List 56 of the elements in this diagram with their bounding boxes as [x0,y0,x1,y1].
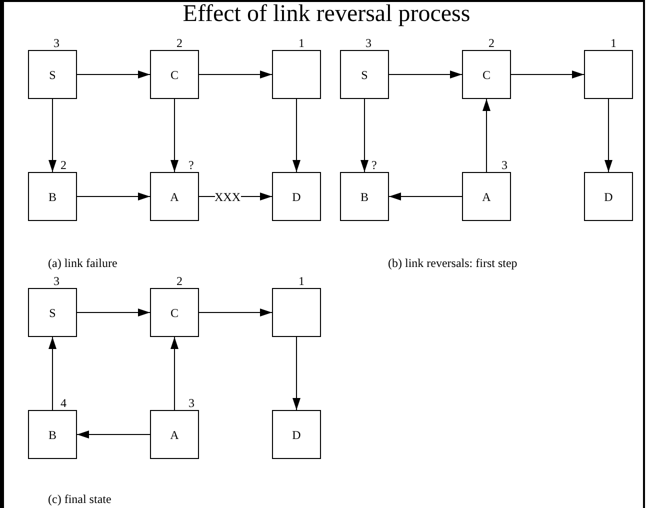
arrow [604,98,612,172]
height-value: ? [370,159,378,172]
height-value: 3 [52,275,60,288]
arrow [76,430,150,438]
arrow [292,98,300,172]
height-value: 1 [298,37,306,50]
arrow [388,192,462,200]
height-value: 2 [60,159,68,172]
arrow [198,70,272,78]
arrow [76,308,150,316]
node-label: A [170,190,179,204]
arrow [482,98,490,172]
node-label: B [360,190,368,204]
arrow [76,70,150,78]
height-value: 3 [52,37,60,50]
node-label: C [170,68,178,82]
arrow [360,98,368,172]
node-label: D [292,190,301,204]
height-value: 1 [298,275,306,288]
arrow [76,192,150,200]
node-label: B [48,190,56,204]
node-label: D [292,428,301,442]
title: Effect of link reversal process [182,0,472,28]
arrow [170,98,178,172]
arrow [198,308,272,316]
node-label: S [49,306,56,320]
arrow [388,70,462,78]
arrow [170,336,178,410]
height-value: 3 [364,37,372,50]
arrow [48,336,56,410]
height-value: 2 [176,275,184,288]
arrow [48,98,56,172]
node-label: A [170,428,179,442]
arrow [292,336,300,410]
height-value: 4 [60,397,68,410]
node-label: D [604,190,613,204]
node-box [272,410,321,459]
panel-caption: (c) final state [48,492,112,506]
arrow [510,70,584,78]
node-label: S [49,68,56,82]
node-label: S [361,68,368,82]
node-label: C [170,306,178,320]
node-label: A [482,190,491,204]
height-value: 1 [610,37,618,50]
height-value: 2 [488,37,496,50]
node-label: B [48,428,56,442]
height-value: 3 [188,397,196,410]
height-value: 3 [500,159,508,172]
panel-caption: (a) link failure [48,256,118,270]
node-label: C [482,68,490,82]
edge-label: XXX [214,190,240,202]
node-box [272,172,321,221]
panel-caption: (b) link reversals: first step [388,256,518,270]
node-box [584,172,633,221]
height-value: ? [188,159,195,172]
height-value: 2 [176,37,184,50]
